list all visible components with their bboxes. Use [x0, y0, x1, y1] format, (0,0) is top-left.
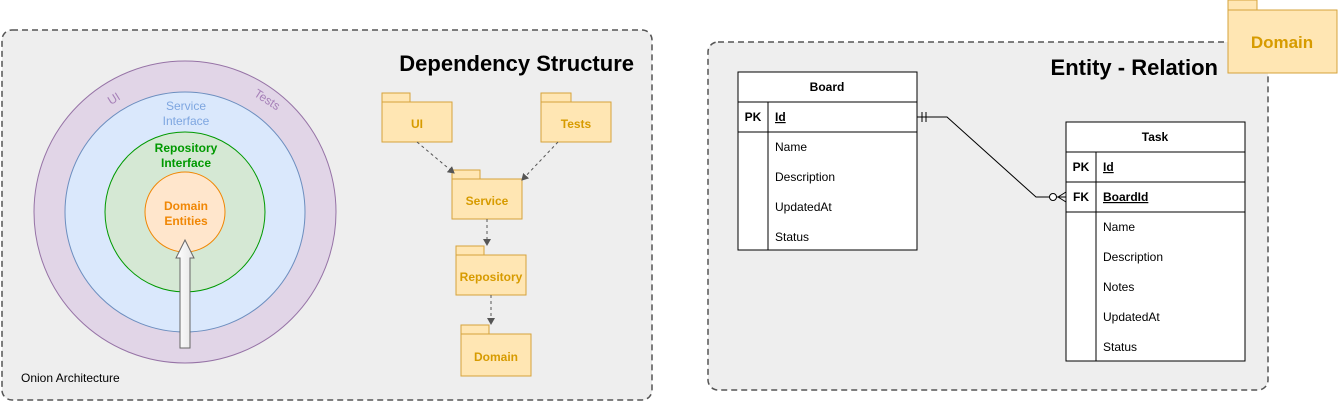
board-field: Status [775, 230, 809, 244]
task-field: Name [1103, 220, 1135, 234]
package-ui: UI [381, 92, 453, 143]
board-field: UpdatedAt [775, 200, 832, 214]
onion-service-label-line2: Interface [163, 114, 210, 128]
dep-arrow-ui-service [416, 141, 455, 174]
board-task-relationship [917, 112, 1067, 203]
er-domain-package-label: Domain [1251, 33, 1313, 52]
board-entity: Board PK Id Name Description UpdatedAt S… [737, 71, 918, 251]
dep-arrow-tests-service [521, 141, 559, 181]
board-field: Description [775, 170, 835, 184]
entity-relation-title: Entity - Relation [1051, 55, 1218, 80]
onion-domain-label-line1: Domain [164, 199, 208, 213]
task-pk-field: Id [1103, 160, 1114, 174]
task-field: Description [1103, 250, 1163, 264]
board-entity-title: Board [810, 80, 845, 94]
onion-service-label-line1: Service [166, 99, 206, 113]
package-ui-label: UI [411, 117, 423, 131]
task-fk-field: BoardId [1103, 190, 1148, 204]
task-pk-key: PK [1073, 160, 1090, 174]
onion-repository-label-line2: Interface [161, 156, 211, 170]
task-entity: Task PK Id FK BoardId Name Description N… [1065, 121, 1246, 362]
board-pk-key: PK [745, 110, 762, 124]
package-repository-label: Repository [460, 270, 523, 284]
onion-repository-label-line1: Repository [155, 141, 218, 155]
task-field: Status [1103, 340, 1137, 354]
task-fk-key: FK [1073, 190, 1089, 204]
task-field: Notes [1103, 280, 1134, 294]
er-domain-package: Domain [1227, 0, 1338, 74]
board-field: Name [775, 140, 807, 154]
package-domain-label: Domain [474, 350, 518, 364]
onion-domain-label-line2: Entities [164, 214, 208, 228]
task-entity-title: Task [1142, 130, 1169, 144]
package-service: Service [451, 169, 523, 220]
package-domain: Domain [460, 324, 532, 377]
package-tests-label: Tests [561, 117, 592, 131]
package-tests: Tests [540, 92, 612, 143]
package-service-label: Service [466, 194, 509, 208]
dependency-direction-arrow [175, 238, 195, 349]
task-field: UpdatedAt [1103, 310, 1160, 324]
package-repository: Repository [455, 245, 527, 296]
onion-caption: Onion Architecture [21, 371, 120, 385]
dependency-structure-title: Dependency Structure [399, 51, 634, 76]
board-pk-field: Id [775, 110, 786, 124]
